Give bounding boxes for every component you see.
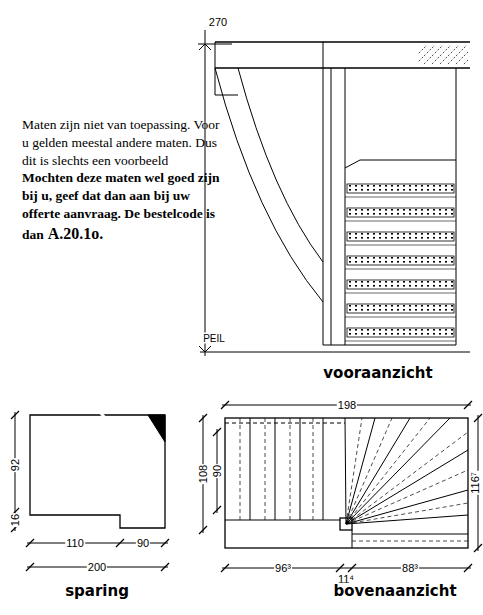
note-text: Maten zijn niet van toepassing. Voor u g… — [22, 116, 227, 169]
dimension: 16 — [9, 513, 21, 527]
dimension-tick — [221, 401, 229, 409]
dimension-tick — [199, 526, 207, 534]
dimension-tick — [116, 539, 124, 547]
dimension: 270 — [208, 16, 228, 28]
dimension: 108 — [197, 464, 209, 484]
dimension-tick — [464, 564, 472, 572]
view-title: bovenaanzicht — [332, 583, 457, 600]
dimension: 92 — [9, 458, 21, 472]
dimension-tick — [213, 506, 221, 514]
dimension: 96³ — [274, 562, 292, 574]
dimension-tick — [26, 563, 34, 571]
dimension-tick — [213, 428, 221, 436]
dimension-tick — [26, 539, 34, 547]
dimension-tick — [11, 411, 19, 419]
view-title: vooraanzicht — [322, 365, 433, 382]
view-title: sparing — [64, 583, 130, 600]
note-block: Maten zijn niet van toepassing. Voor u g… — [22, 116, 227, 244]
dimension-tick — [161, 563, 169, 571]
dimension-tick — [161, 539, 169, 547]
dimension-tick — [464, 401, 472, 409]
dimension: 90 — [211, 464, 223, 478]
dimension: 198 — [337, 399, 357, 411]
dimension-tick — [348, 564, 356, 572]
dimension: 116⁷ — [469, 471, 481, 495]
level-mark: PEIL — [202, 333, 226, 344]
dimension: 200 — [87, 561, 107, 573]
dimension-tick — [474, 544, 482, 552]
note-bold: Mochten deze maten wel goed zijn bij u, … — [22, 169, 227, 244]
order-code: A.20.1o. — [48, 225, 104, 242]
dimension-tick — [474, 414, 482, 422]
dimension-tick — [336, 564, 344, 572]
dimension-tick — [199, 414, 207, 422]
dimension: 110 — [65, 537, 85, 549]
dimension: 90 — [136, 537, 150, 549]
dimension-tick — [221, 564, 229, 572]
dimension: 88³ — [401, 562, 419, 574]
